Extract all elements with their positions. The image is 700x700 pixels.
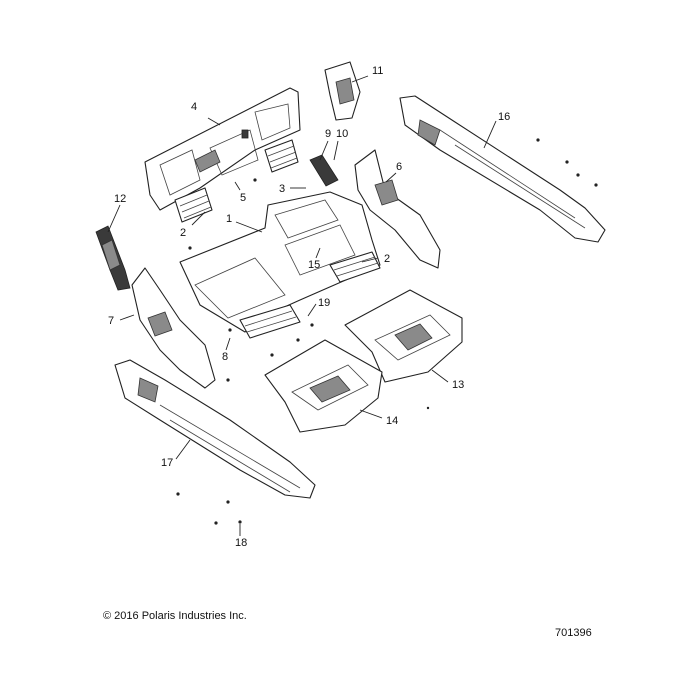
- callout-3: 3: [279, 183, 285, 195]
- part-rocker-right: [399, 95, 606, 243]
- part-storage-tub-left: [264, 339, 383, 433]
- callout-14: 14: [386, 415, 398, 427]
- callout-9: 9: [325, 128, 331, 140]
- part-grille-9: [309, 154, 339, 187]
- part-bracket-11: [324, 61, 361, 121]
- callout-8: 8: [222, 351, 228, 363]
- callout-7: 7: [108, 315, 114, 327]
- part-side-panel-left: [131, 267, 216, 389]
- callout-2b: 2: [384, 253, 390, 265]
- leader-lines: [107, 75, 497, 536]
- callout-11: 11: [372, 65, 383, 77]
- callout-1: 1: [226, 213, 232, 225]
- copyright-text: © 2016 Polaris Industries Inc.: [103, 610, 247, 622]
- callout-5: 5: [240, 192, 246, 204]
- callout-17: 17: [161, 457, 173, 469]
- callout-10: 10: [336, 128, 348, 140]
- part-storage-tub-right: [344, 289, 463, 383]
- callout-2: 2: [180, 227, 186, 239]
- callout-15: 15: [308, 259, 320, 271]
- diagram-number: 701396: [555, 627, 592, 639]
- callout-labels: 4 5 2 1 2 3 11 9 10 6 12 7 8 19 15 13 14…: [108, 65, 510, 549]
- callout-4: 4: [191, 101, 197, 113]
- callout-16: 16: [498, 111, 510, 123]
- part-trim-12: [95, 225, 131, 291]
- part-dash-panel: [144, 87, 301, 211]
- part-floor-mat-upper: [264, 139, 299, 173]
- part-floor-mat-left: [174, 187, 213, 223]
- callout-19: 19: [318, 297, 330, 309]
- callout-18: 18: [235, 537, 247, 549]
- fasteners: [176, 138, 598, 525]
- callout-12: 12: [114, 193, 126, 205]
- callout-6: 6: [396, 161, 402, 173]
- part-floor-tub: [179, 191, 381, 339]
- part-rocker-left: [114, 359, 316, 499]
- callout-13: 13: [452, 379, 464, 391]
